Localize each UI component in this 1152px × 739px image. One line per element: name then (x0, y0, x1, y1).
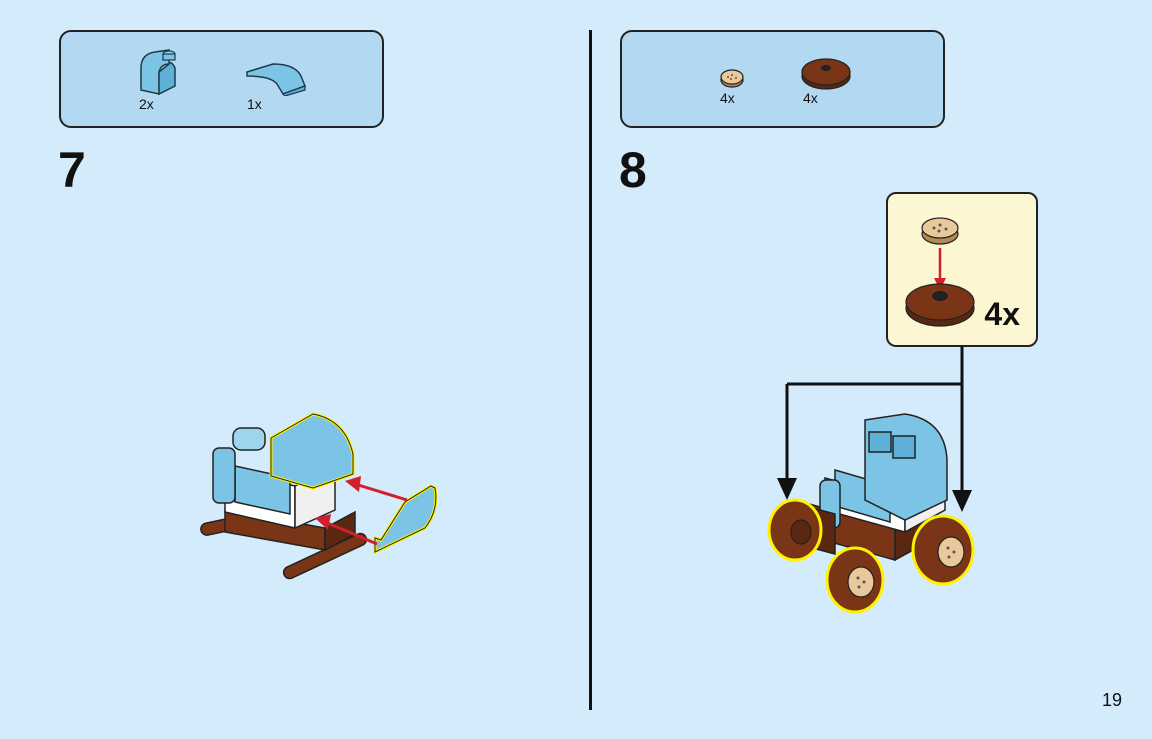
page-divider (589, 30, 592, 710)
part-qty: 1x (247, 96, 262, 112)
part-qty: 2x (139, 96, 154, 112)
light-blue-curved-slope-icon (246, 63, 306, 96)
step-8-assembly (767, 413, 975, 614)
parts-list-step-8: 4x 4x (620, 30, 945, 128)
sub-assembly-callout: 4x (886, 192, 1038, 347)
wheel-sub-assembly-icon (905, 217, 975, 327)
part-qty: 4x (720, 90, 735, 106)
callout-qty: 4x (984, 296, 1020, 332)
step-number: 7 (58, 142, 86, 198)
light-blue-curved-brick-icon (140, 49, 176, 96)
parts-list-step-7: 2x 1x (59, 30, 384, 128)
tan-round-tile-icon (720, 69, 744, 88)
part-qty: 4x (803, 90, 818, 106)
step-number: 8 (619, 142, 647, 198)
step-7-assembly (200, 412, 438, 580)
page-number: 19 (1101, 690, 1122, 710)
brown-round-plate-icon (801, 58, 851, 90)
